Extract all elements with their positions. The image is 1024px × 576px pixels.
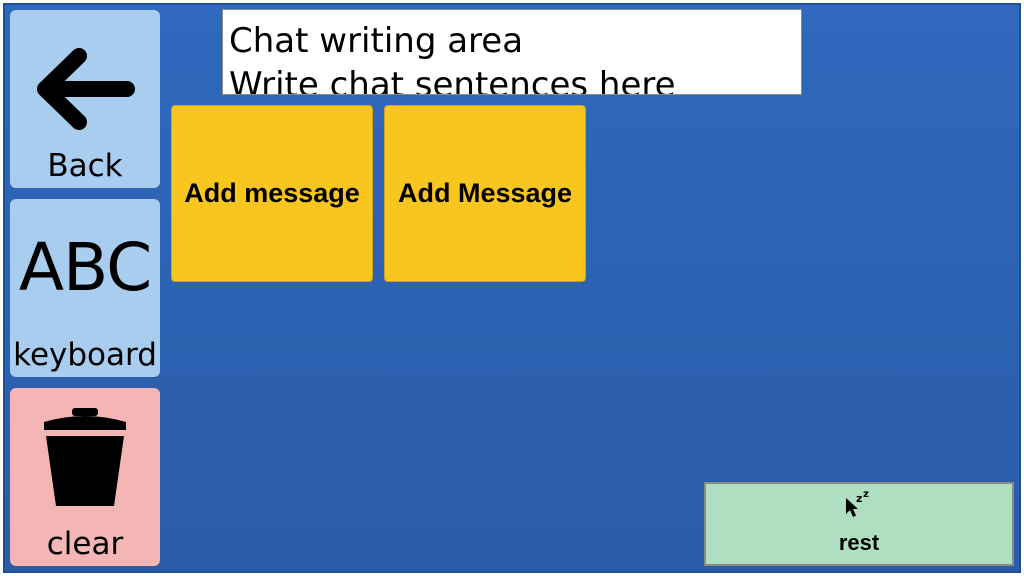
rest-button[interactable]: z z rest [704,482,1014,566]
add-message-button-2[interactable]: Add Message [384,105,586,282]
arrow-left-icon [10,48,160,130]
app-background [3,3,1021,573]
keyboard-label: keyboard [13,337,157,373]
clear-label: clear [46,526,124,562]
back-label: Back [47,148,123,184]
add-message-button-1[interactable]: Add message [171,105,373,282]
back-button[interactable]: Back [10,10,160,188]
cursor-sleep-icon: z z [842,488,876,526]
chat-title: Chat writing area [229,21,524,61]
svg-text:z: z [863,489,869,500]
abc-text: ABC [18,229,152,306]
clear-button[interactable]: clear [10,388,160,566]
rest-label: rest [838,530,880,555]
abc-icon: ABC [10,235,160,301]
svg-text:z: z [856,492,862,505]
trash-icon [10,408,160,508]
chat-writing-area[interactable]: Chat writing area Write chat sentences h… [222,9,802,95]
chat-placeholder: Write chat sentences here [229,65,676,95]
keyboard-button[interactable]: ABC keyboard [10,199,160,377]
